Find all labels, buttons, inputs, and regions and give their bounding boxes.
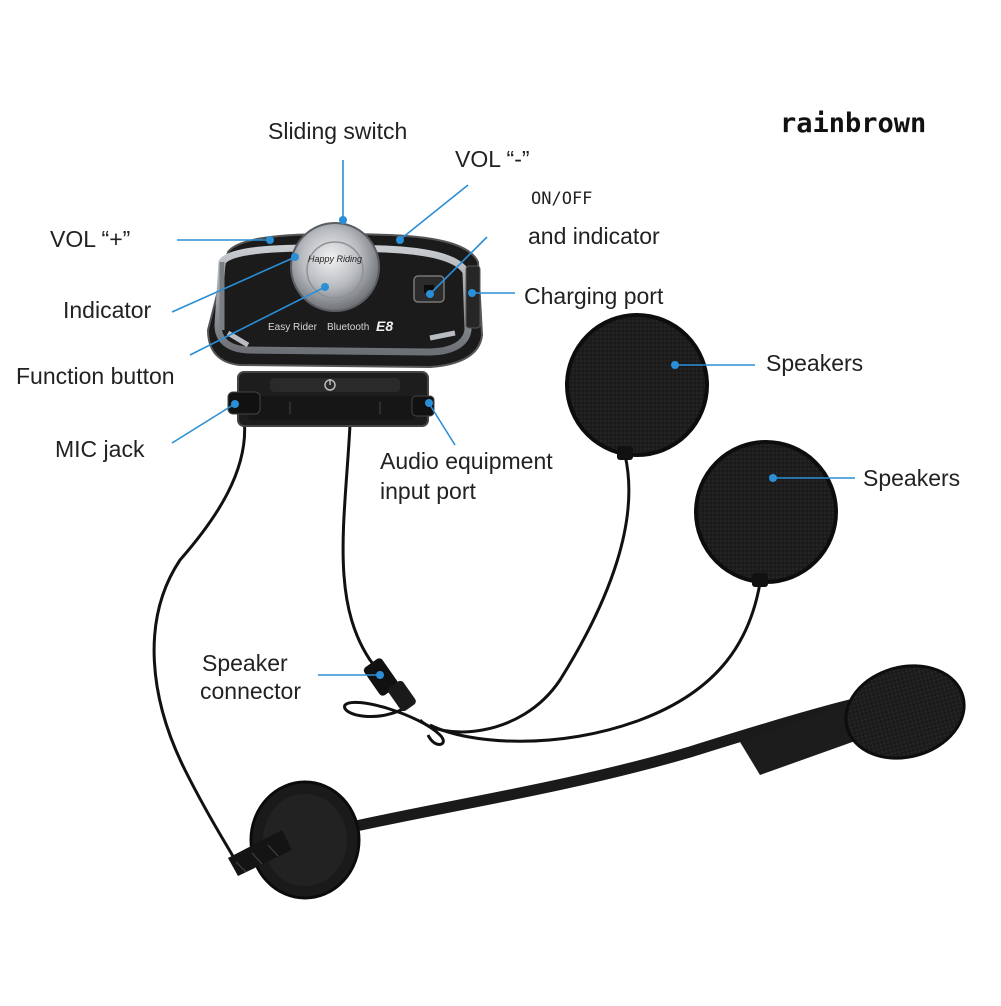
label-speakers-1: Speakers (766, 350, 864, 376)
label-vol-minus: VOL “-” (455, 146, 530, 172)
label-vol-plus: VOL “+” (50, 226, 131, 252)
label-speakers-2: Speakers (863, 465, 961, 491)
device-mid-text: Bluetooth (327, 322, 369, 333)
label-speaker-connector-1: Speaker (202, 650, 288, 676)
cap-text: Happy Riding (308, 254, 362, 264)
brand-logo-text: rainbrown (780, 108, 927, 139)
label-speaker-connector-2: connector (200, 678, 302, 704)
label-charging-port: Charging port (524, 283, 664, 309)
speaker-2 (694, 440, 838, 587)
microphone (228, 664, 966, 900)
device-left-text: Easy Rider (268, 322, 318, 333)
label-audio-input-2: input port (380, 478, 476, 504)
pointer-lines (171, 160, 855, 679)
label-function-button: Function button (16, 363, 175, 389)
headset-module: Happy Riding Easy Rider Bluetooth E8 (206, 222, 484, 427)
label-audio-input-1: Audio equipment (380, 448, 553, 474)
label-mic-jack: MIC jack (55, 436, 145, 462)
device-model-text: E8 (376, 318, 393, 334)
speaker-1 (565, 313, 709, 460)
label-onoff: ON/OFF (531, 189, 593, 209)
label-and-indicator: and indicator (528, 223, 660, 249)
cables (152, 417, 762, 861)
sliding-switch-cap[interactable] (290, 222, 380, 312)
label-indicator: Indicator (63, 297, 152, 323)
label-sliding-switch: Sliding switch (268, 118, 408, 144)
